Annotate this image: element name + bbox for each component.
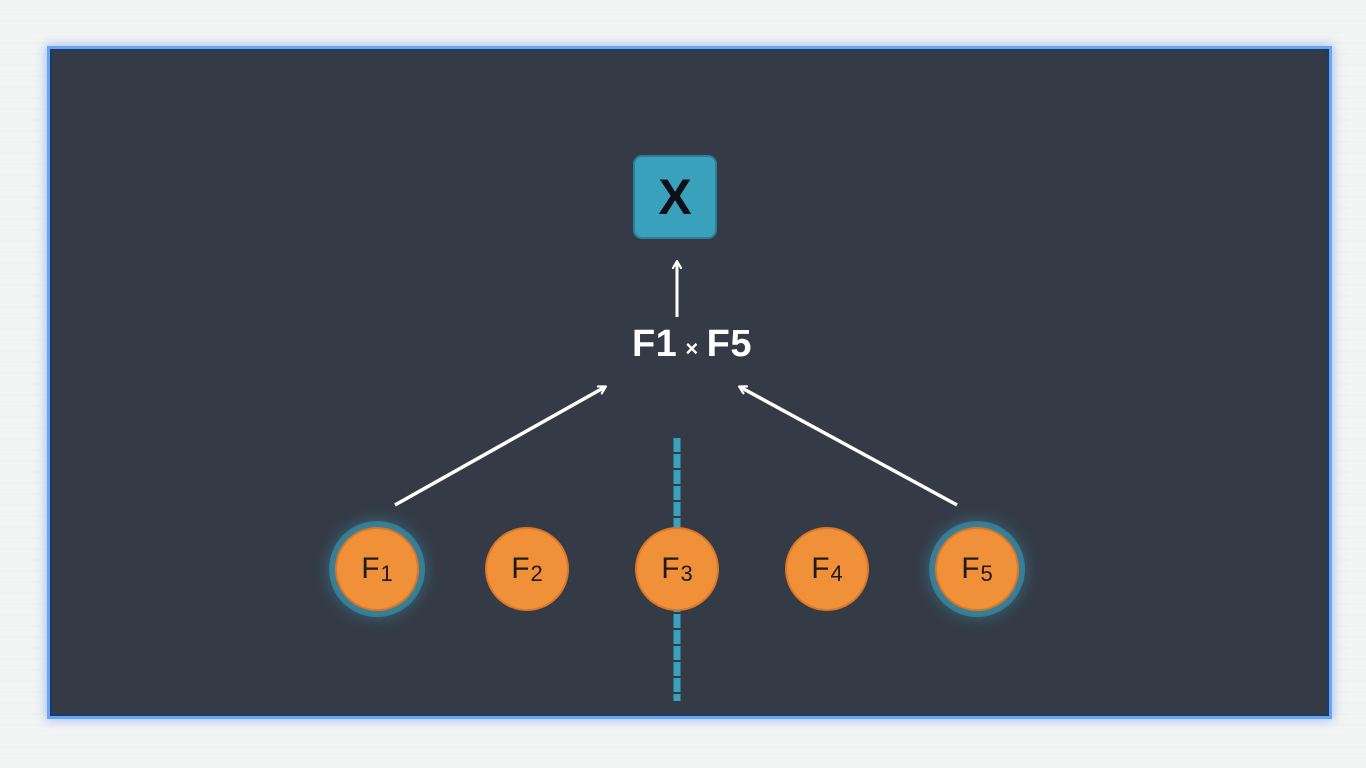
diagram-connectors <box>394 51 958 701</box>
feature-name: F <box>961 552 980 585</box>
feature-name: F <box>511 552 530 585</box>
product-right: F5 <box>706 323 753 365</box>
product-left: F1 <box>631 323 678 365</box>
feature-name: F <box>661 552 680 585</box>
feature-product-label: F1 × F5 <box>612 325 772 363</box>
feature-name: F <box>361 552 380 585</box>
target-label: X <box>658 169 692 225</box>
target-box: X <box>633 155 717 239</box>
product-operator: × <box>685 336 699 361</box>
feature-index: 4 <box>830 561 843 586</box>
feature-index: 1 <box>380 561 393 586</box>
feature-index: 5 <box>980 561 993 586</box>
arrow-f5-to-product <box>740 387 958 507</box>
arrow-f1-to-product <box>394 387 605 507</box>
feature-index: 3 <box>680 561 693 586</box>
feature-name: F <box>811 552 830 585</box>
feature-index: 2 <box>530 561 543 586</box>
